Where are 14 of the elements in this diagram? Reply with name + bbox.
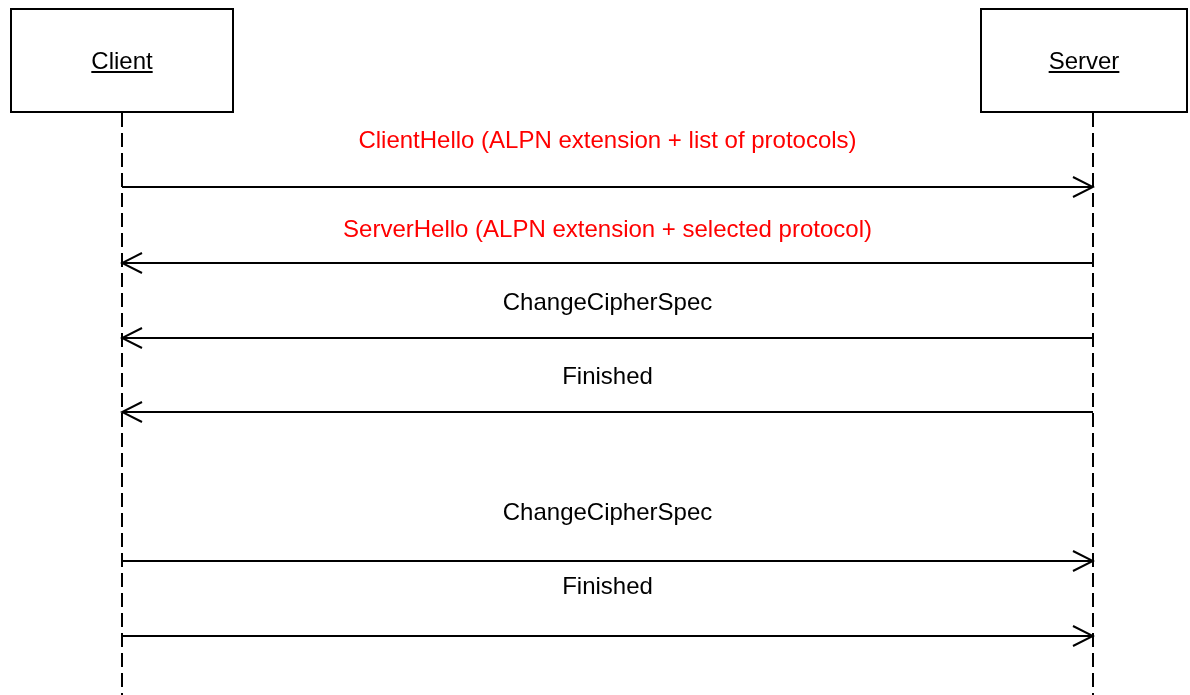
- participant-name: Client: [91, 46, 153, 75]
- message-arrow: [121, 401, 1094, 423]
- message-label: ChangeCipherSpec: [502, 498, 713, 526]
- message-label: ServerHello (ALPN extension + selected protocol): [343, 215, 872, 243]
- participant-name: Server: [1048, 46, 1120, 75]
- message-label: ClientHello (ALPN extension + list of protocols): [358, 126, 857, 154]
- message-label: Finished: [562, 362, 653, 390]
- message-label: ChangeCipherSpec: [502, 288, 713, 316]
- message-arrow: [121, 625, 1094, 647]
- message-arrow: [121, 550, 1094, 572]
- message-arrow: [121, 252, 1094, 274]
- message-arrow: [121, 176, 1094, 198]
- message-label: Finished: [562, 572, 653, 600]
- message-arrow: [121, 327, 1094, 349]
